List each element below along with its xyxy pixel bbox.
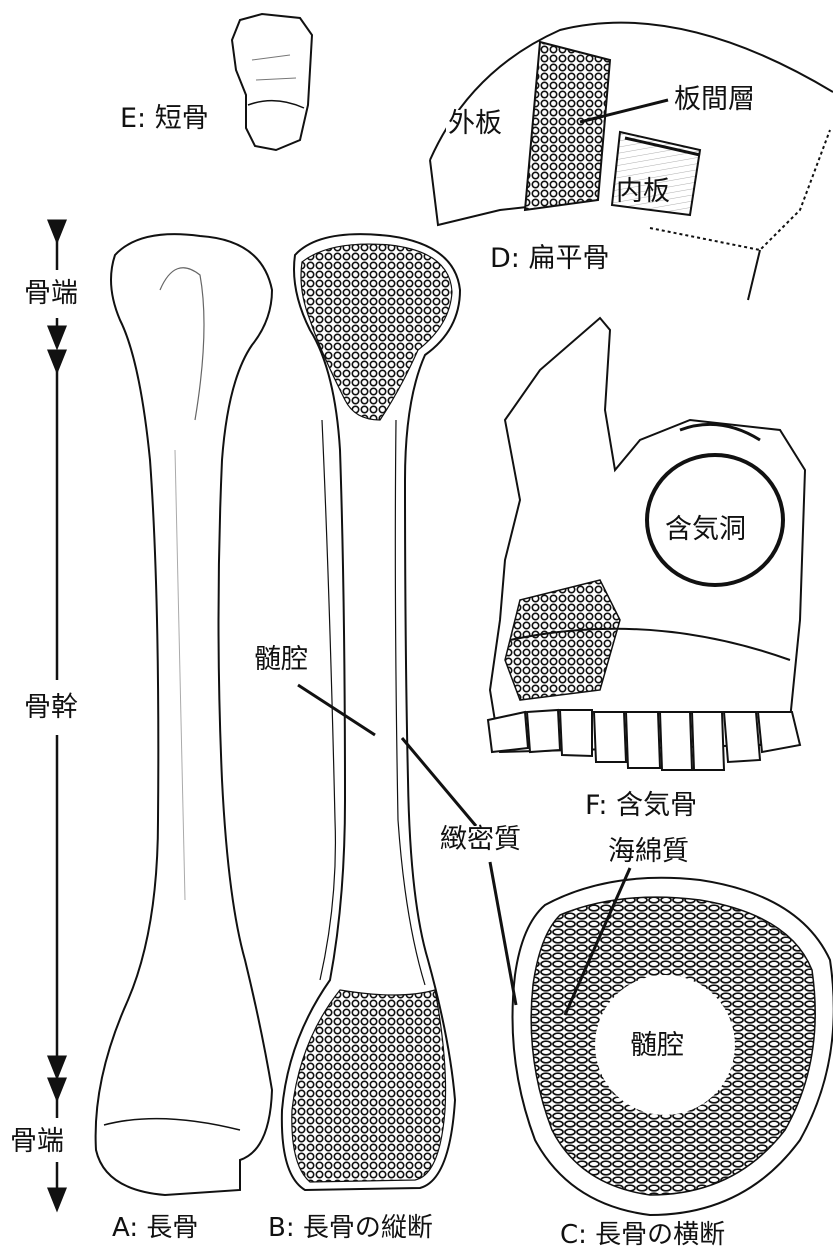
medullary-cavity-label-b: 髄腔 [252,646,310,673]
diaphysis-label: 骨幹 [22,694,80,721]
epiphysis-bottom-label: 骨端 [8,1128,66,1155]
long-bone-cross-caption: C: 長骨の横断 [560,1222,725,1248]
medullary-cavity-label-c: 髄腔 [630,1032,684,1059]
long-bone-longitudinal-caption: B: 長骨の縦断 [268,1215,433,1241]
long-bone-b [282,234,476,1190]
long-bone-caption: A: 長骨 [112,1215,198,1241]
air-cells-label: 含気洞 [665,516,746,543]
epiphysis-top-label: 骨端 [22,280,80,307]
diploe-label: 板間層 [672,86,757,113]
inner-table-label: 内板 [616,178,670,205]
outer-table-label: 外板 [446,110,504,137]
flat-bone-caption: D: 扁平骨 [490,245,609,272]
short-bone [232,14,312,150]
compact-bone-label: 緻密質 [438,826,523,853]
short-bone-caption: E: 短骨 [120,105,209,132]
pneumatic-bone [488,318,805,770]
spongy-bone-label: 海綿質 [606,838,691,865]
pneumatic-bone-caption: F: 含気骨 [585,792,697,819]
long-bone-a [96,234,272,1195]
